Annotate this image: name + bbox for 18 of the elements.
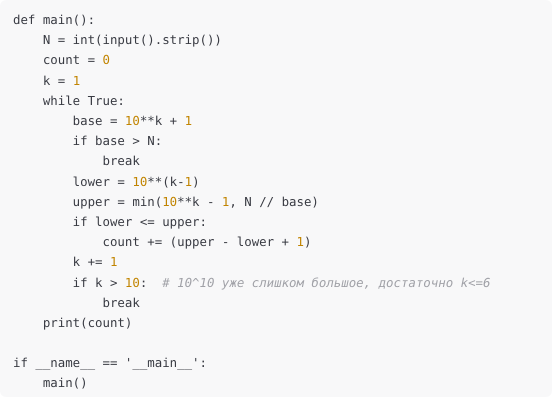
- code-line: print(count): [42, 315, 132, 331]
- code-line: k += 1: [72, 254, 118, 270]
- code-line: if __name__ == '__main__':: [13, 355, 207, 372]
- code-line: break: [102, 153, 140, 170]
- code-line: if base > N:: [72, 133, 162, 150]
- code-line: break: [102, 294, 140, 311]
- code-line: while True:: [42, 92, 125, 109]
- code-line: count += (upper - lower + 1): [102, 234, 312, 250]
- code-line: base = 10**k + 1: [72, 113, 192, 129]
- code-line: main(): [42, 375, 88, 392]
- code-line: lower = 10**(k-1): [72, 174, 200, 190]
- code-line: if k > 10: # 10^10 уже слишком большое, достаточно k<=6: [72, 274, 490, 291]
- code-line: upper = min(10**k - 1, N // base): [72, 194, 319, 210]
- code-line: k = 1: [42, 72, 80, 89]
- code-line: def main():: [13, 12, 96, 28]
- code-line: count = 0: [42, 52, 110, 68]
- code-line: N = int(input().strip()): [42, 32, 222, 48]
- code-line: if lower <= upper:: [72, 214, 207, 230]
